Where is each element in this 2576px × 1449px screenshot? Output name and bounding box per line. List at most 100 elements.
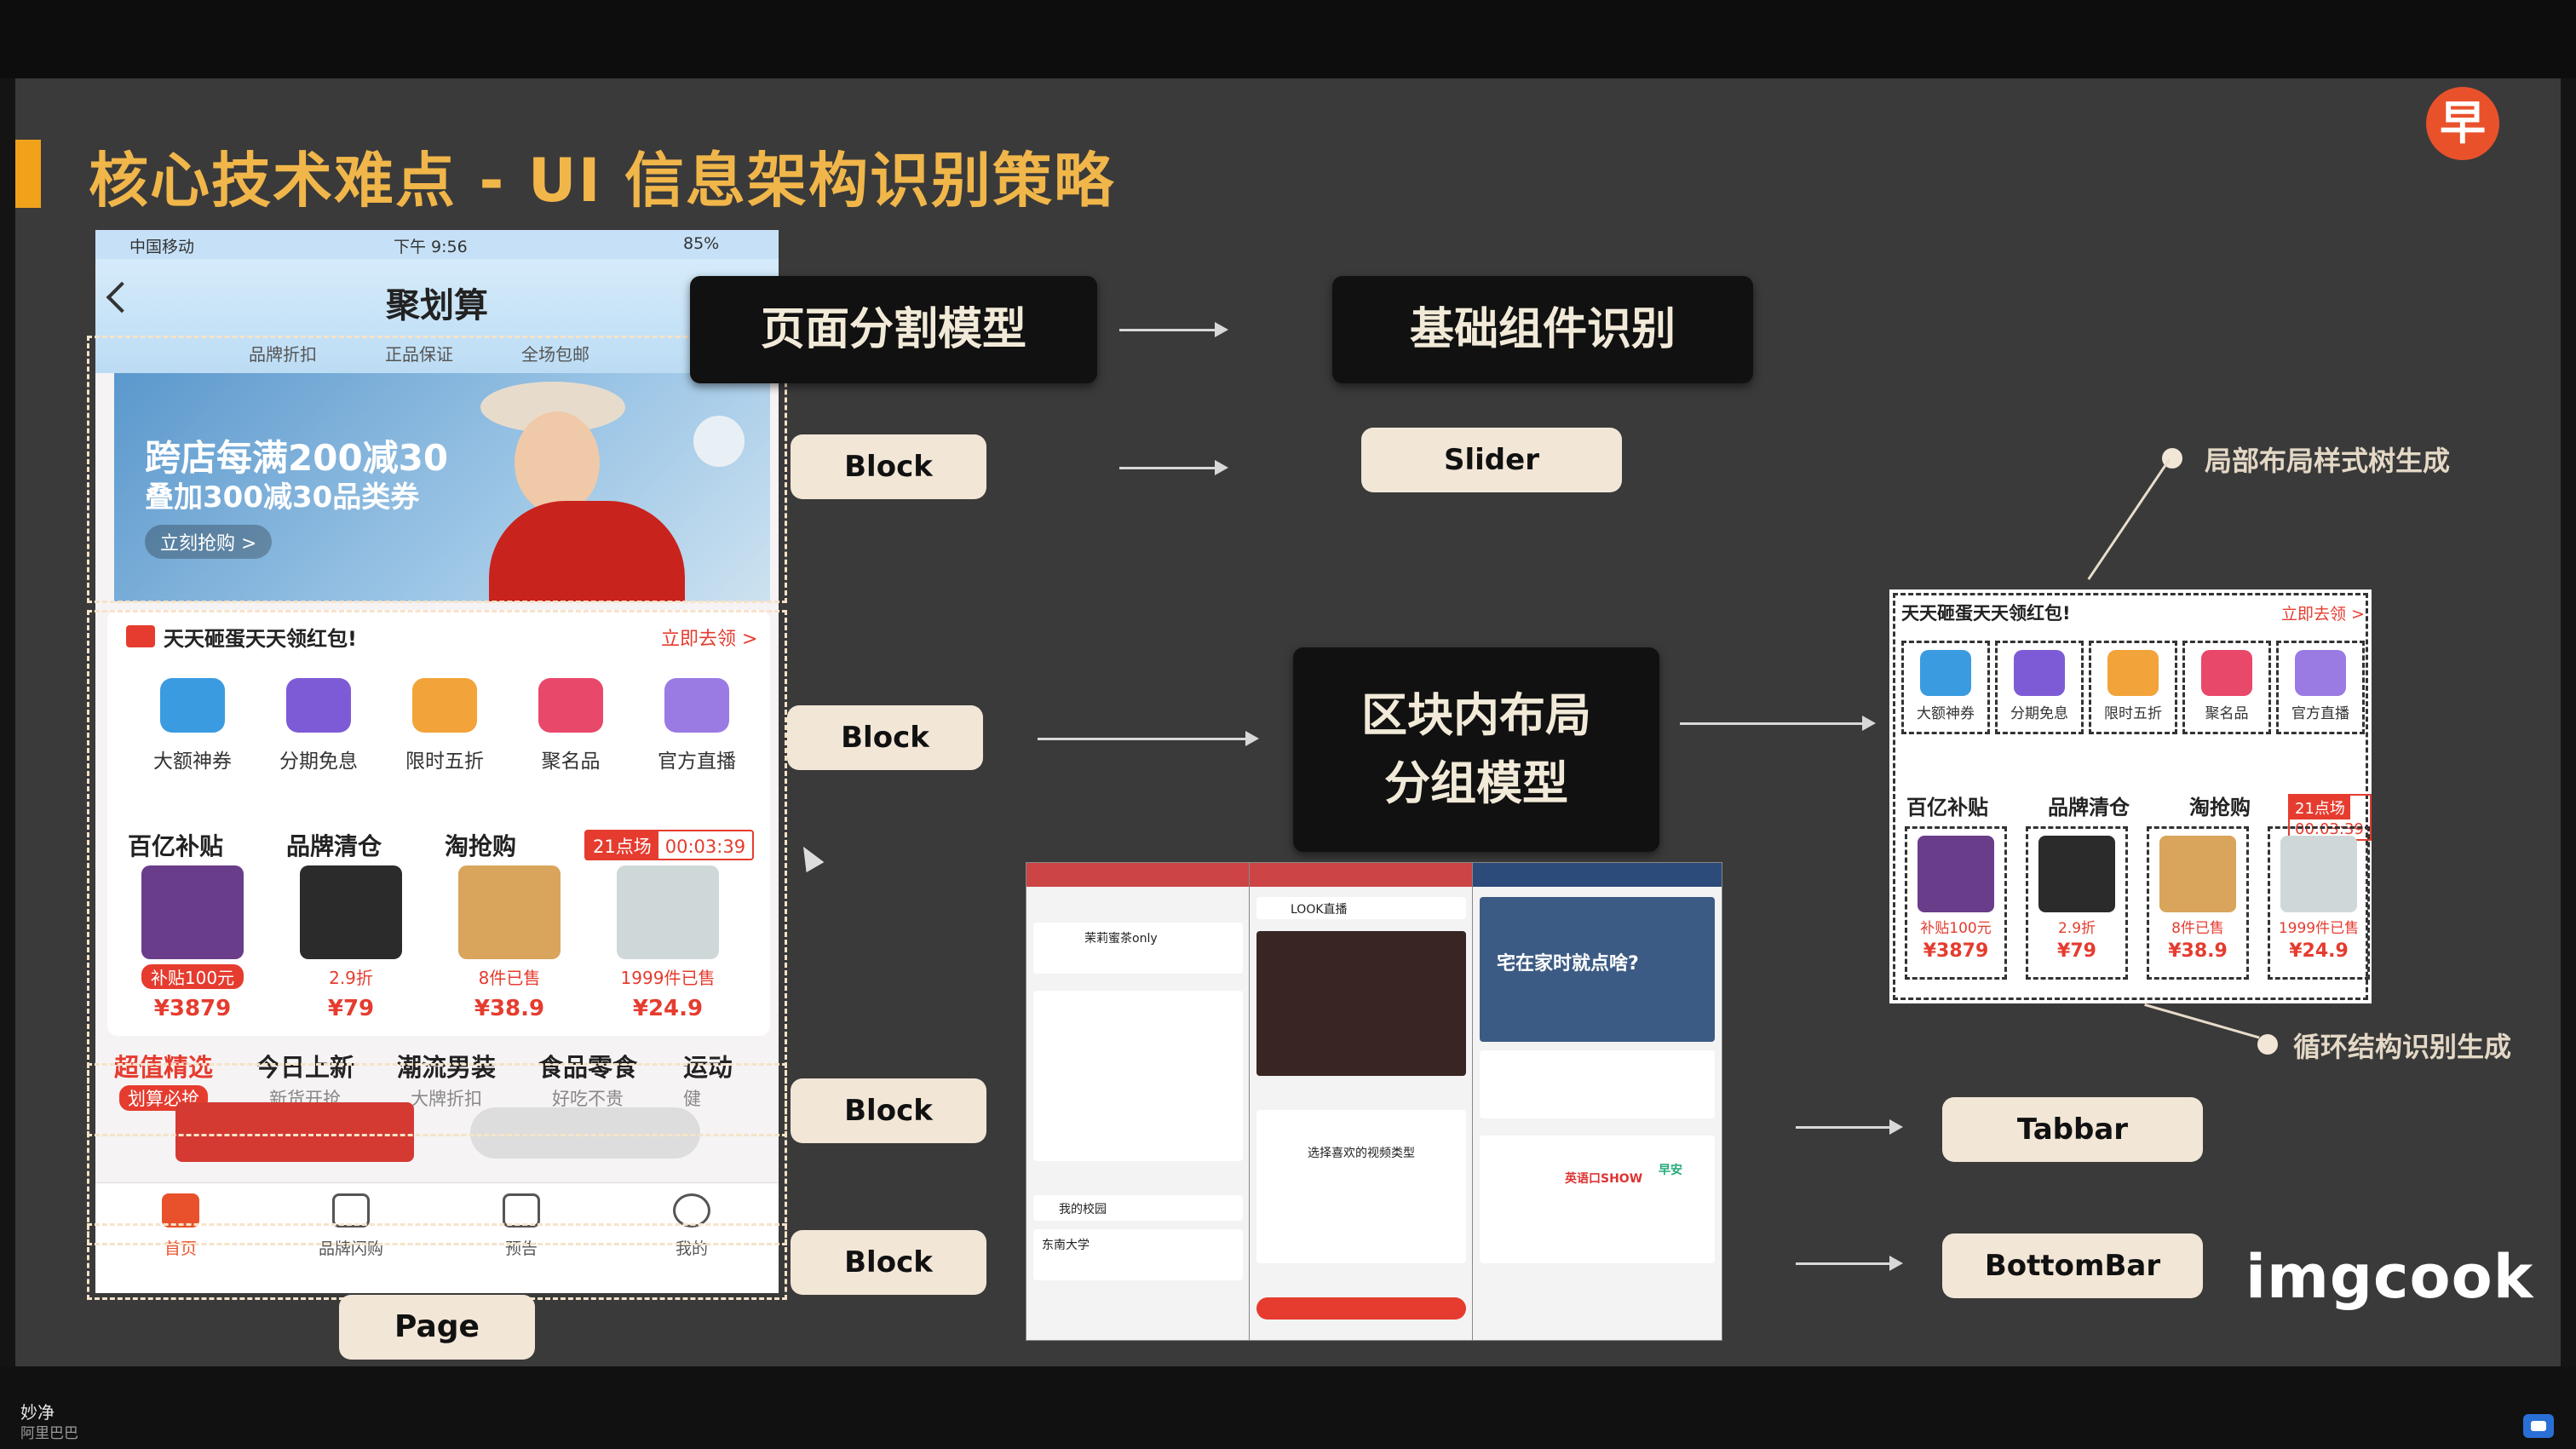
block-label-3: Block: [791, 1078, 986, 1143]
redpacket-card: 天天砸蛋天天领红包! 立即去领 > 大额神券 分期免息 限时五折 聚名品 官方直…: [107, 610, 770, 1036]
sample-cards: 英语口SHOW 早安: [1480, 1136, 1715, 1263]
nav-bar: 聚划算 品牌折扣 正品保证 全场包邮: [95, 259, 779, 373]
banner-headline: 跨店每满200减30: [145, 437, 449, 479]
preview-item-label: 限时五折: [2104, 705, 2162, 722]
product-card[interactable]: 1999件已售 ¥24.9: [600, 865, 736, 1027]
arrow-block-to-slider: [1119, 460, 1228, 475]
chat-icon[interactable]: [2523, 1414, 2554, 1438]
channel-item[interactable]: 食品零食 好吃不贵: [520, 1048, 656, 1111]
category-item[interactable]: 官方直播: [646, 678, 748, 773]
preview-link[interactable]: 立即去领 >: [2281, 605, 2365, 624]
peek-banner: [175, 1102, 414, 1162]
channel-sub: 大牌折扣: [411, 1089, 482, 1109]
mask-product-image: [617, 865, 719, 959]
channel-title: 食品零食: [538, 1053, 637, 1082]
block-label-2: Block: [787, 705, 983, 770]
section-clearance[interactable]: 品牌清仓: [286, 832, 382, 860]
preview-price: ¥38.9: [2168, 940, 2228, 962]
category-label: 大额神券: [153, 750, 232, 773]
guarantee-2: 正品保证: [385, 344, 453, 365]
tv-icon: [2295, 650, 2346, 696]
preview-item: 大额神券: [1901, 641, 1990, 734]
layout-model-line1: 区块内布局: [1361, 688, 1591, 742]
category-item[interactable]: 大额神券: [141, 678, 244, 773]
preview-product: 1999件已售¥24.9: [2268, 826, 2370, 980]
product-price: ¥24.9: [632, 996, 704, 1021]
model-face: [515, 411, 600, 514]
product-card[interactable]: 补贴100元 ¥3879: [124, 865, 261, 1027]
layout-model-line2: 分组模型: [1384, 756, 1568, 810]
channel-item[interactable]: 运动 健: [683, 1048, 779, 1111]
preview-product: 2.9折¥79: [2026, 826, 2128, 980]
arrow-block-to-layout: [1038, 731, 1259, 746]
bottombar-label: BottomBar: [1942, 1233, 2203, 1298]
category-item[interactable]: 分期免息: [267, 678, 370, 773]
preview-price: ¥79: [2057, 940, 2096, 962]
shoe-product-image: [2038, 836, 2115, 912]
block-label-4: Block: [791, 1230, 986, 1295]
window-top-bar: [0, 0, 2576, 78]
preview-price: ¥24.9: [2289, 940, 2349, 962]
block-label-1: Block: [791, 434, 986, 499]
status-bar: 中国移动 下午 9:56 85%: [95, 230, 779, 259]
promo-banner[interactable]: 跨店每满200减30 叠加300减30品类券 立刻抢购 >: [114, 373, 770, 601]
sample-bar: [1473, 863, 1722, 887]
block-outline-slider: [87, 336, 787, 603]
tv-icon: [664, 678, 729, 733]
arrow-layout-to-preview: [1680, 716, 1876, 731]
product-card[interactable]: 8件已售 ¥38.9: [441, 865, 578, 1027]
section-subsidy[interactable]: 百亿补贴: [128, 832, 224, 860]
model-dress: [489, 501, 685, 601]
banner-button[interactable]: 立刻抢购 >: [145, 525, 273, 559]
note-dot-2: [2257, 1034, 2278, 1055]
note-loop-structure: 循环结构识别生成: [2293, 1031, 2512, 1063]
banner-subline: 叠加300减30品类券: [145, 480, 420, 515]
redpacket-link[interactable]: 立即去领 >: [661, 629, 758, 650]
category-item[interactable]: 限时五折: [394, 678, 496, 773]
sample-hero-text: 宅在家时就点啥?: [1497, 953, 1639, 975]
guarantee-3: 全场包邮: [521, 344, 589, 365]
preview-title: 天天砸蛋天天领红包!: [1901, 603, 2071, 624]
sample-button: [1256, 1297, 1466, 1320]
sample-tabs: LOOK直播: [1256, 897, 1466, 919]
category-label: 限时五折: [405, 750, 484, 773]
coupon-icon: [1920, 650, 1971, 696]
sample-profile-name: 茉莉蜜茶only: [1084, 932, 1158, 946]
bread-product-image: [2159, 836, 2236, 912]
bag-icon: [2201, 650, 2252, 696]
preview-item: 限时五折: [2089, 641, 2177, 734]
mask-product-image: [2280, 836, 2357, 912]
installment-icon: [286, 678, 351, 733]
note-line-1: [2087, 458, 2171, 580]
channel-item[interactable]: 潮流男装 大牌折扣: [378, 1048, 515, 1111]
category-item[interactable]: 聚名品: [520, 678, 622, 773]
product-tag: 补贴100元: [141, 964, 244, 989]
preview-item: 聚名品: [2182, 641, 2271, 734]
sample-row: 东南大学: [1033, 1229, 1243, 1280]
product-card[interactable]: 2.9折 ¥79: [283, 865, 419, 1027]
note-line-2: [2144, 1003, 2260, 1039]
channel-sub: 健: [683, 1089, 701, 1109]
sample-card-label: 英语口SHOW: [1565, 1172, 1643, 1186]
sample-bar: [1026, 863, 1250, 887]
timer-time: 00:03:39: [664, 837, 746, 857]
arrow-to-bottombar: [1796, 1256, 1903, 1271]
phone-product-image: [141, 865, 244, 959]
presentation-slide: 核心技术难点 - UI 信息架构识别策略 早 中国移动 下午 9:56 85% …: [15, 78, 2561, 1366]
speaker-name: 妙净: [20, 1402, 55, 1423]
peek-banner-2: [470, 1107, 700, 1159]
redpacket-title: 天天砸蛋天天领红包!: [164, 627, 357, 651]
block-outline-layout: [87, 610, 787, 1136]
sample-screen-2: LOOK直播 选择喜欢的视频类型: [1249, 862, 1474, 1341]
discount-tag-icon: [412, 678, 477, 733]
category-label: 聚名品: [541, 750, 601, 773]
section-flash[interactable]: 淘抢购: [445, 832, 517, 860]
channel-title: 潮流男装: [396, 1053, 496, 1082]
block-outline-tabbar: [87, 1063, 787, 1245]
channel-item[interactable]: 超值精选 划算必抢: [95, 1048, 232, 1111]
sample-card-label-2: 早安: [1659, 1164, 1682, 1177]
preview-tag: 8件已售: [2171, 920, 2224, 937]
preview-section: 淘抢购: [2189, 796, 2251, 819]
sample-grid: [1033, 991, 1243, 1161]
